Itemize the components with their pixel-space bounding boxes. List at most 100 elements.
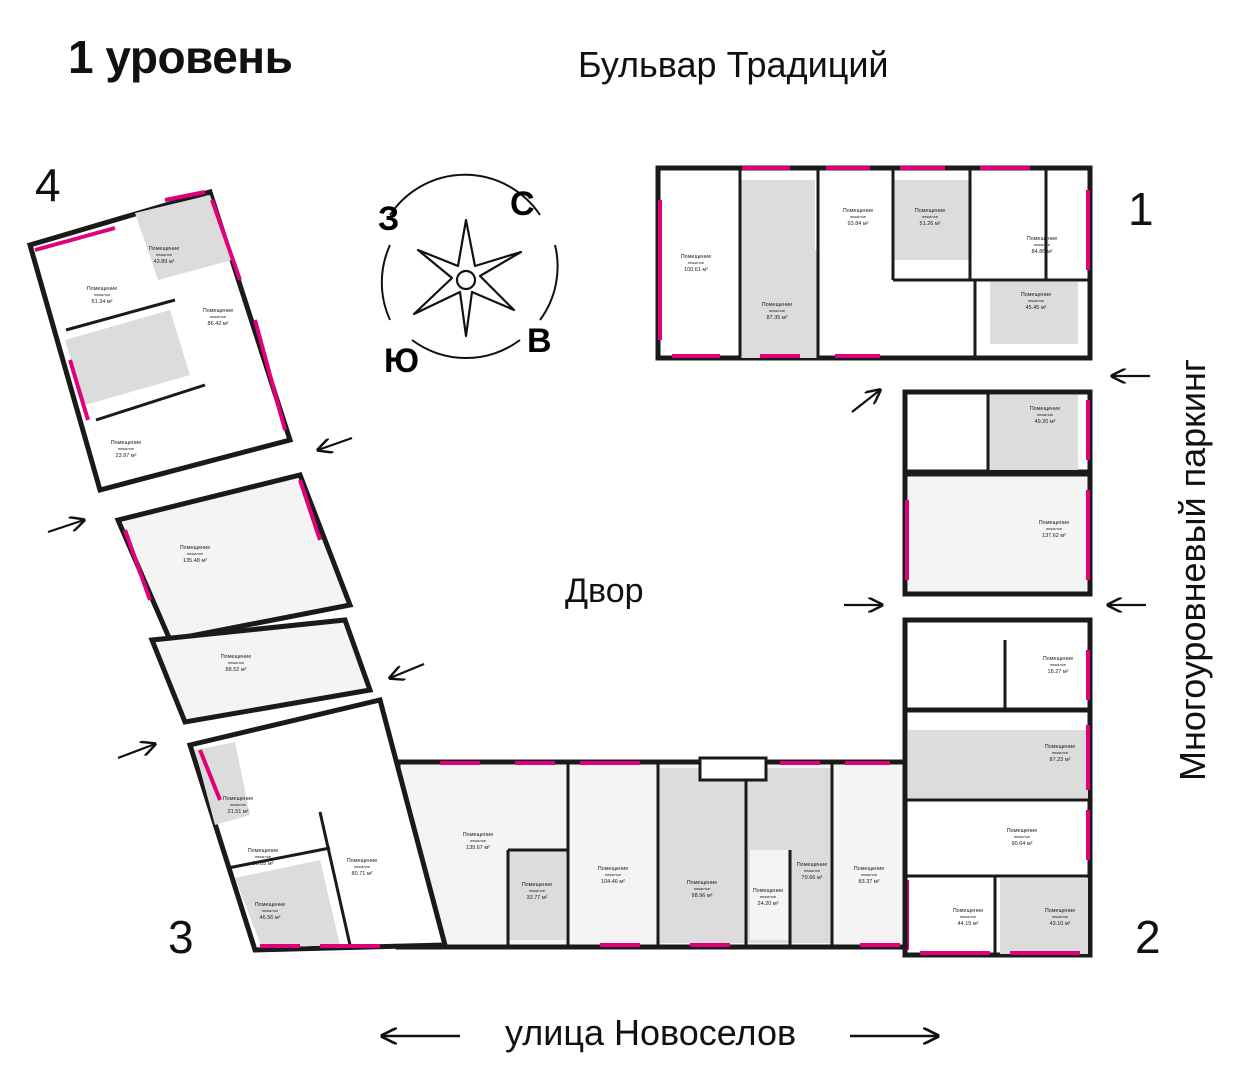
room-caption: Помещение: [681, 254, 712, 260]
room-area: 84.86 м²: [1032, 249, 1053, 255]
entrance-arrow: [390, 662, 425, 678]
room-caption: Помещение: [248, 848, 279, 854]
room-caption: Помещение: [1043, 656, 1074, 662]
entrance-arrow: [318, 436, 353, 450]
room-subcaption: нежилое: [118, 446, 135, 451]
room-subcaption: нежилое: [760, 894, 777, 899]
street-label-bottom: улица Новоселов: [505, 1012, 797, 1053]
entrance-arrows: [47, 376, 1150, 760]
room-caption: Помещение: [915, 208, 946, 214]
room-subcaption: нежилое: [605, 872, 622, 877]
room-area: 21.51 м²: [228, 809, 249, 815]
room-caption: Помещение: [463, 832, 494, 838]
room-area: 44.15 м²: [958, 921, 979, 927]
room-caption: Помещение: [953, 908, 984, 914]
block-section-4-wing: [26, 188, 449, 953]
block-section-1: [655, 165, 1093, 361]
room-subcaption: нежилое: [1014, 834, 1031, 839]
room-caption: Помещение: [111, 440, 142, 446]
room-caption: Помещение: [1039, 520, 1070, 526]
room-subcaption: нежилое: [1028, 298, 1045, 303]
room-area: 137.62 м²: [1042, 533, 1066, 539]
entrance-arrow: [851, 390, 880, 413]
compass-north: С: [510, 185, 535, 223]
room-area: 135.48 м²: [183, 558, 207, 564]
room-caption: Помещение: [203, 308, 234, 314]
room-subcaption: нежилое: [228, 660, 245, 665]
room-subcaption: нежилое: [1050, 662, 1067, 667]
room-caption: Помещение: [1007, 828, 1038, 834]
room-subcaption: нежилое: [187, 551, 204, 556]
room-subcaption: нежилое: [850, 214, 867, 219]
room-caption: Помещение: [255, 902, 286, 908]
compass-rose-icon: [412, 218, 523, 338]
room-subcaption: нежилое: [1046, 526, 1063, 531]
room-area: 87.35 м²: [767, 315, 788, 321]
room-caption: Помещение: [347, 858, 378, 864]
room-area: 51.34 м²: [92, 299, 113, 305]
room-area: 86.42 м²: [208, 321, 229, 327]
room-area: 104.46 м²: [601, 879, 625, 885]
room-subcaption: нежилое: [1037, 412, 1054, 417]
entrance-arrow: [117, 744, 155, 760]
compass-east: В: [527, 322, 552, 360]
room-subcaption: нежилое: [960, 914, 977, 919]
room-area: 18.27 м²: [1048, 669, 1069, 675]
room-area: 49.20 м²: [1035, 419, 1056, 425]
room-area: 90.64 м²: [1012, 841, 1033, 847]
room-subcaption: нежилое: [156, 252, 173, 257]
room-subcaption: нежилое: [1052, 914, 1069, 919]
compass-west: З: [378, 200, 399, 238]
room-caption: Помещение: [598, 866, 629, 872]
yard-label: Двор: [565, 572, 644, 610]
room-caption: Помещение: [843, 208, 874, 214]
room-subcaption: нежилое: [210, 314, 227, 319]
room-area: 43.10 м²: [1050, 921, 1071, 927]
room-area: 88.52 м²: [226, 667, 247, 673]
section-number-3: 3: [168, 911, 194, 963]
room-caption: Помещение: [1030, 406, 1061, 412]
room-subcaption: нежилое: [769, 308, 786, 313]
compass: С З В Ю: [378, 173, 559, 380]
room-caption: Помещение: [1045, 744, 1076, 750]
room-subcaption: нежилое: [804, 868, 821, 873]
room-caption: Помещение: [753, 888, 784, 894]
room-caption: Помещение: [1045, 908, 1076, 914]
room-caption: Помещение: [854, 866, 885, 872]
room-caption: Помещение: [87, 286, 118, 292]
entrance-arrow: [47, 520, 84, 534]
room-area: 43.89 м²: [154, 259, 175, 265]
room-subcaption: нежилое: [688, 260, 705, 265]
room-caption: Помещение: [221, 654, 252, 660]
room-subcaption: нежилое: [354, 864, 371, 869]
room-area: 51.26 м²: [920, 221, 941, 227]
